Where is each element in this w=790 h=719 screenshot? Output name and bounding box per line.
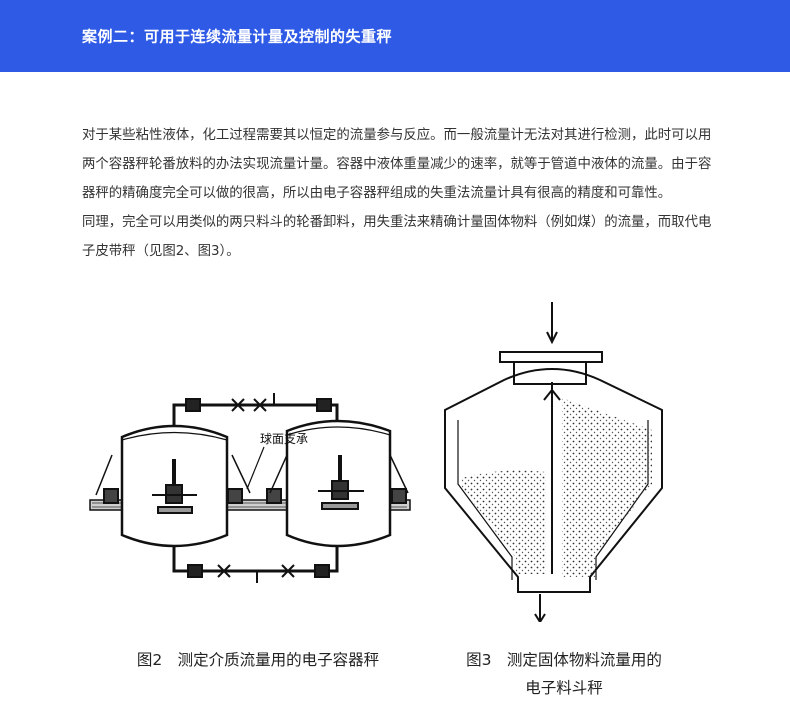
figure-3-caption-line-2: 电子料斗秤 xyxy=(525,679,603,697)
paragraph-1: 对于某些粘性液体，化工过程需要其以恒定的流量参与反应。而一般流量计无法对其进行检… xyxy=(82,128,712,201)
section-title: 案例二：可用于连续流量计量及控制的失重秤 xyxy=(82,27,393,46)
paragraph-2: 同理，完全可以用类似的两只料斗的轮番卸料，用失重法来精确计量固体物料（例如煤）的… xyxy=(82,215,712,259)
header-banner: 案例二：可用于连续流量计量及控制的失重秤 xyxy=(0,0,790,72)
figure-2-caption: 图2 测定介质流量用的电子容器秤 xyxy=(136,651,380,669)
figure-3-caption-line-1: 图3 测定固体物料流量用的 xyxy=(466,651,662,669)
article-body: 对于某些粘性液体，化工过程需要其以恒定的流量参与反应。而一般流量计无法对其进行检… xyxy=(82,121,716,266)
figure-2-container-scales: 球面支承 xyxy=(89,393,411,583)
figure-3-hopper-scale xyxy=(444,302,663,622)
figure-2-label: 球面支承 xyxy=(260,432,308,446)
